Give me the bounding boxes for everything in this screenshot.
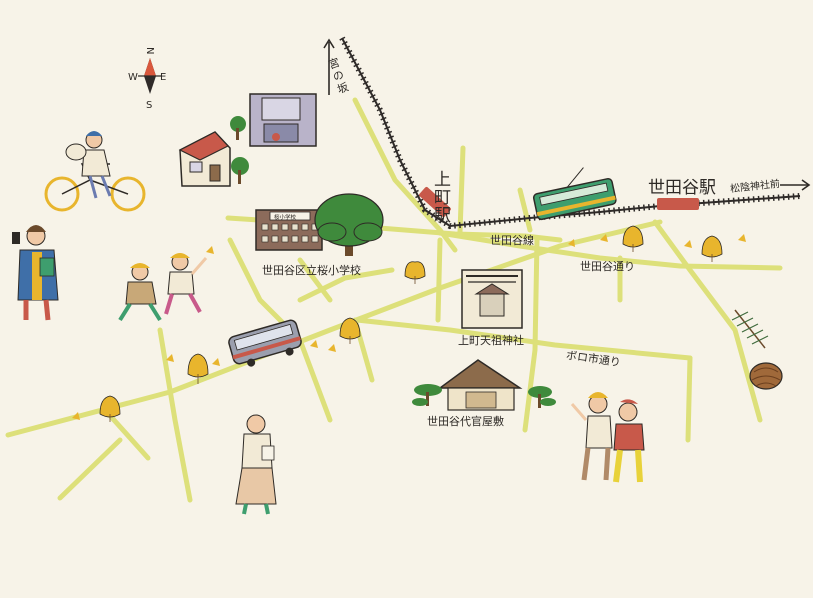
road-east-fork-2 [685, 355, 693, 443]
road-west-link [297, 267, 395, 303]
ginkgo-trees [99, 225, 723, 422]
roads [5, 97, 783, 503]
setagaya-station-marker[interactable] [657, 198, 699, 210]
pinecone-icon [749, 362, 783, 390]
kamimachi-station-marker[interactable] [418, 186, 451, 218]
setagaya-station-label: 世田谷駅 [648, 178, 716, 198]
road-setagaya-dori [437, 230, 783, 271]
road-sw-branch-2 [227, 237, 333, 423]
road-school-link [297, 257, 333, 303]
road-bridge [517, 187, 533, 233]
kamimachi-station-label: 上町駅 [430, 170, 451, 224]
setagaya-line-label: 世田谷線 [490, 233, 534, 247]
sakura-elementary-school[interactable]: 桜小学校 [255, 209, 323, 251]
ginkgo-leaves [72, 234, 746, 420]
cyclist-illustration [44, 131, 146, 212]
setagaya-dori-label: 世田谷通り [580, 260, 635, 273]
elderly-couple-illustration [570, 392, 645, 483]
brick-house-illustration [178, 131, 249, 187]
road-north-vertical [457, 145, 466, 235]
school-sign: 桜小学校 [274, 213, 297, 221]
compass-icon: N S E W [128, 47, 166, 111]
shoin-jinja-mae-label: 松陰神社前 [729, 177, 780, 195]
road-sw-branch-1 [157, 327, 193, 503]
man-with-phone-illustration [12, 225, 59, 321]
bus-icon [228, 319, 302, 367]
road-kamimachi-diagonal [5, 219, 663, 438]
road-north-diagonal [352, 97, 458, 253]
compass-south: S [146, 100, 152, 111]
miyanosaka-arrow [323, 38, 335, 95]
road-boroichi-dori [354, 317, 693, 361]
daikan-yashiki-label: 世田谷代官屋敷 [427, 414, 504, 428]
woman-walking-illustration [235, 414, 277, 515]
shoin-jinja-arrow [780, 179, 811, 191]
road-east-fork [652, 219, 763, 423]
running-kids-illustration [118, 253, 208, 322]
road-sw-branch-3 [102, 407, 151, 461]
kamimachi-tenso-shrine[interactable] [461, 269, 523, 329]
road-central-vertical [522, 237, 540, 433]
compass-west: W [128, 72, 138, 83]
school-label: 世田谷区立桜小学校 [262, 263, 361, 277]
bicycle-icon [44, 176, 80, 212]
big-tree-illustration [314, 193, 384, 256]
tram-icon [532, 167, 617, 221]
pine-branch-icon [731, 309, 769, 349]
shrine-label: 上町天祖神社 [458, 333, 524, 347]
modern-house-illustration [230, 93, 317, 147]
setagaya-line-railway [339, 36, 801, 230]
road-shrine-vertical [435, 237, 443, 323]
compass-north: N [144, 47, 155, 54]
setagaya-daikan-yashiki[interactable] [412, 359, 556, 411]
compass-east: E [160, 72, 166, 83]
road-sw-branch-4 [57, 437, 123, 501]
